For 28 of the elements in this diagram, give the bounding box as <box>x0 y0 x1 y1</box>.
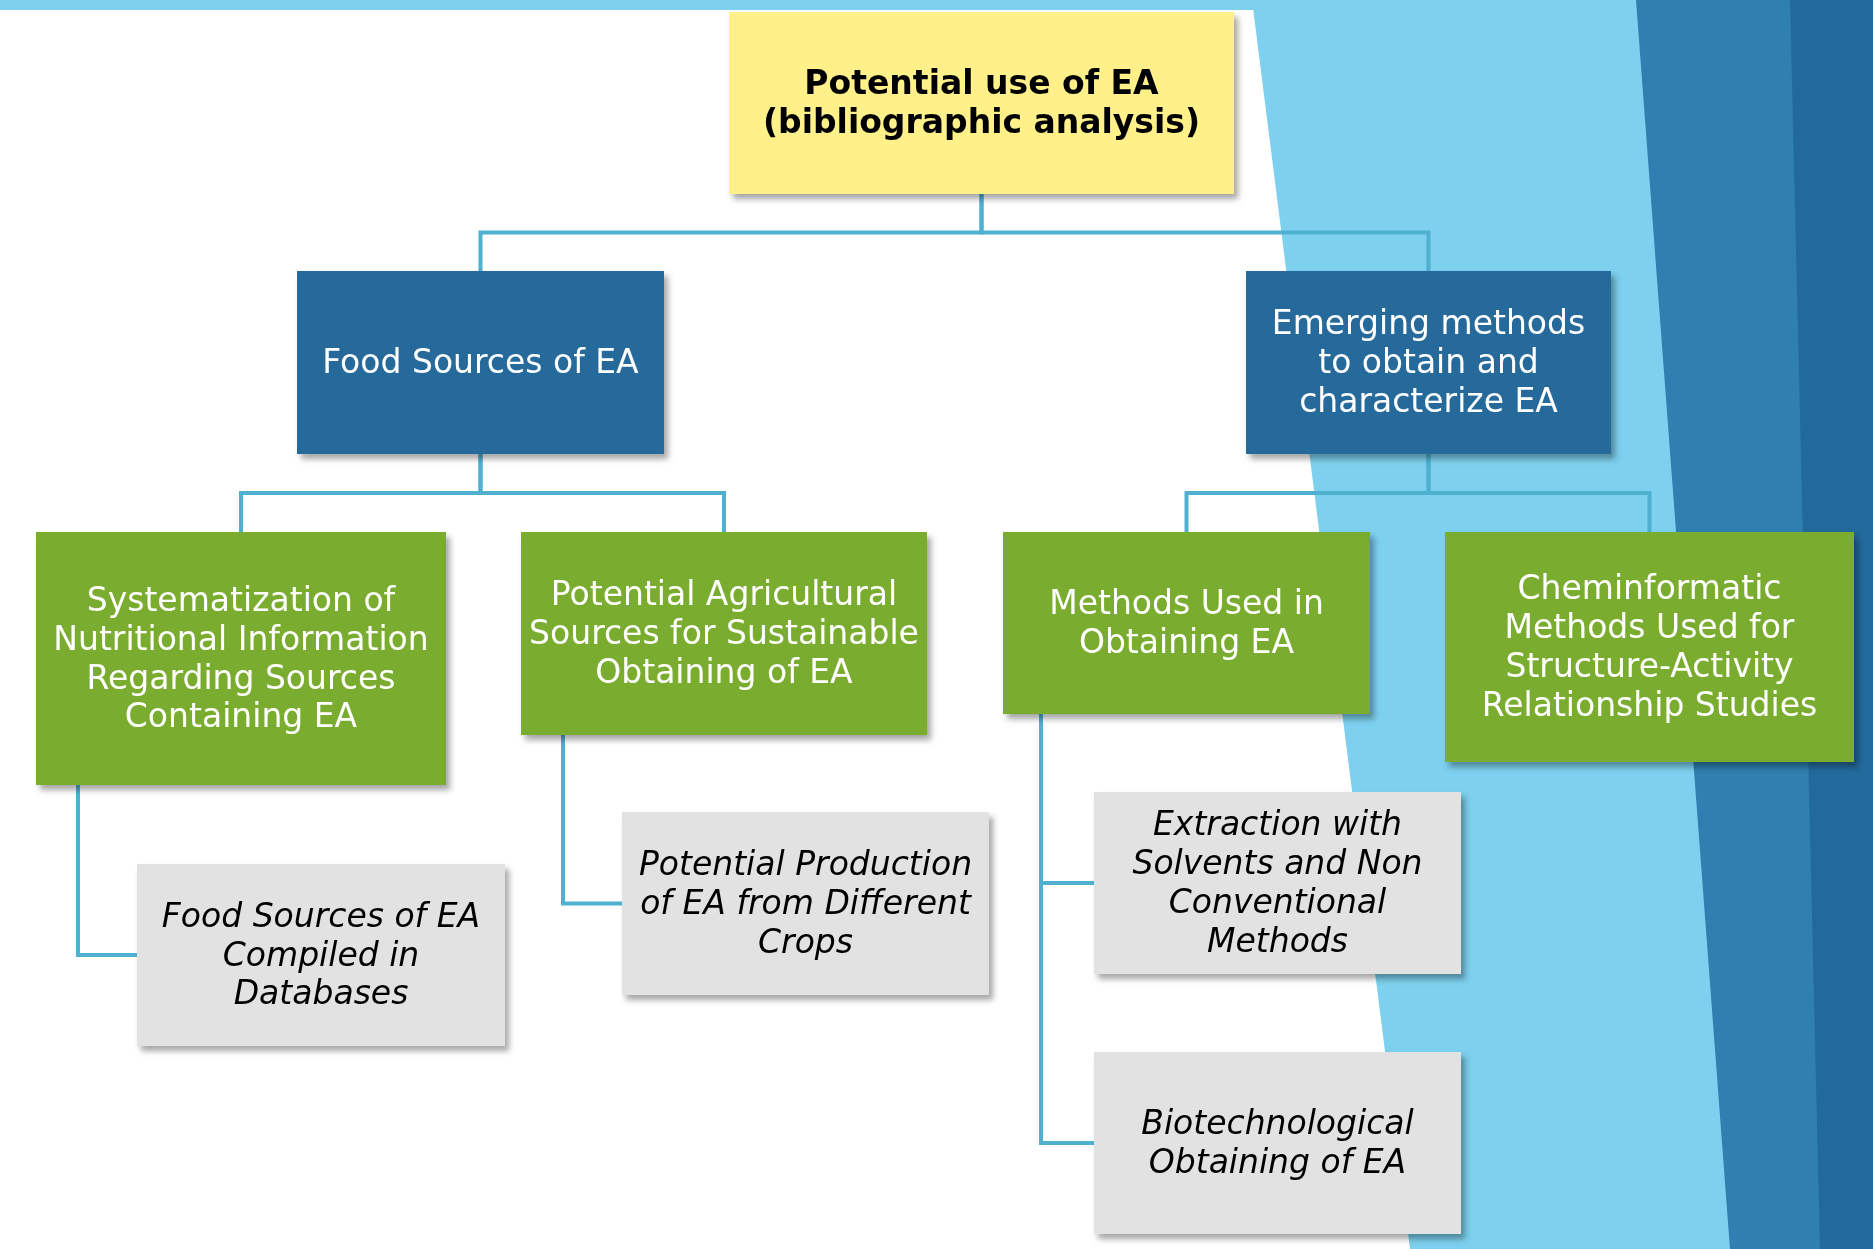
box-text: Methods Used in Obtaining EA <box>1048 584 1325 662</box>
box-text: Extraction with Solvents and Non Conventional Methods <box>1131 805 1424 961</box>
connector-line <box>478 454 726 532</box>
box-text: Biotechnological Obtaining of EA <box>1140 1104 1415 1182</box>
box-text: Emerging methods to obtain and characterize EA <box>1270 304 1587 421</box>
subcategory-box <box>1003 532 1370 714</box>
box-text: Potential Production of EA from Different Crops <box>637 845 974 962</box>
category-box <box>297 271 664 454</box>
topic-box <box>622 812 989 995</box>
box-text: Systematization of Nutritional Information Regarding Sources Containing EA <box>52 580 430 737</box>
category-box <box>1246 271 1611 454</box>
connector-line <box>1039 714 1094 1145</box>
title-box <box>729 12 1234 194</box>
topic-box <box>1094 792 1461 974</box>
connector-line <box>1426 454 1652 532</box>
topic-box <box>1094 1052 1461 1234</box>
topic-box <box>137 864 505 1046</box>
subcategory-box <box>521 532 927 735</box>
box-text: Potential use of EA (bibliographic analysis) <box>761 64 1202 142</box>
box-text: Food Sources of EA Compiled in Databases <box>160 896 482 1014</box>
connector-line <box>561 735 622 906</box>
connector-line <box>76 785 137 957</box>
box-text: Cheminformatic Methods Used for Structure-Activity Relationship Studies <box>1480 569 1819 725</box>
box-text: Potential Agricultural Sources for Sustainable Obtaining of EA <box>529 575 919 692</box>
connector-line <box>979 194 1431 271</box>
box-text: Food Sources of EA <box>322 343 639 382</box>
subcategory-box <box>36 532 446 785</box>
subcategory-box <box>1445 532 1854 762</box>
